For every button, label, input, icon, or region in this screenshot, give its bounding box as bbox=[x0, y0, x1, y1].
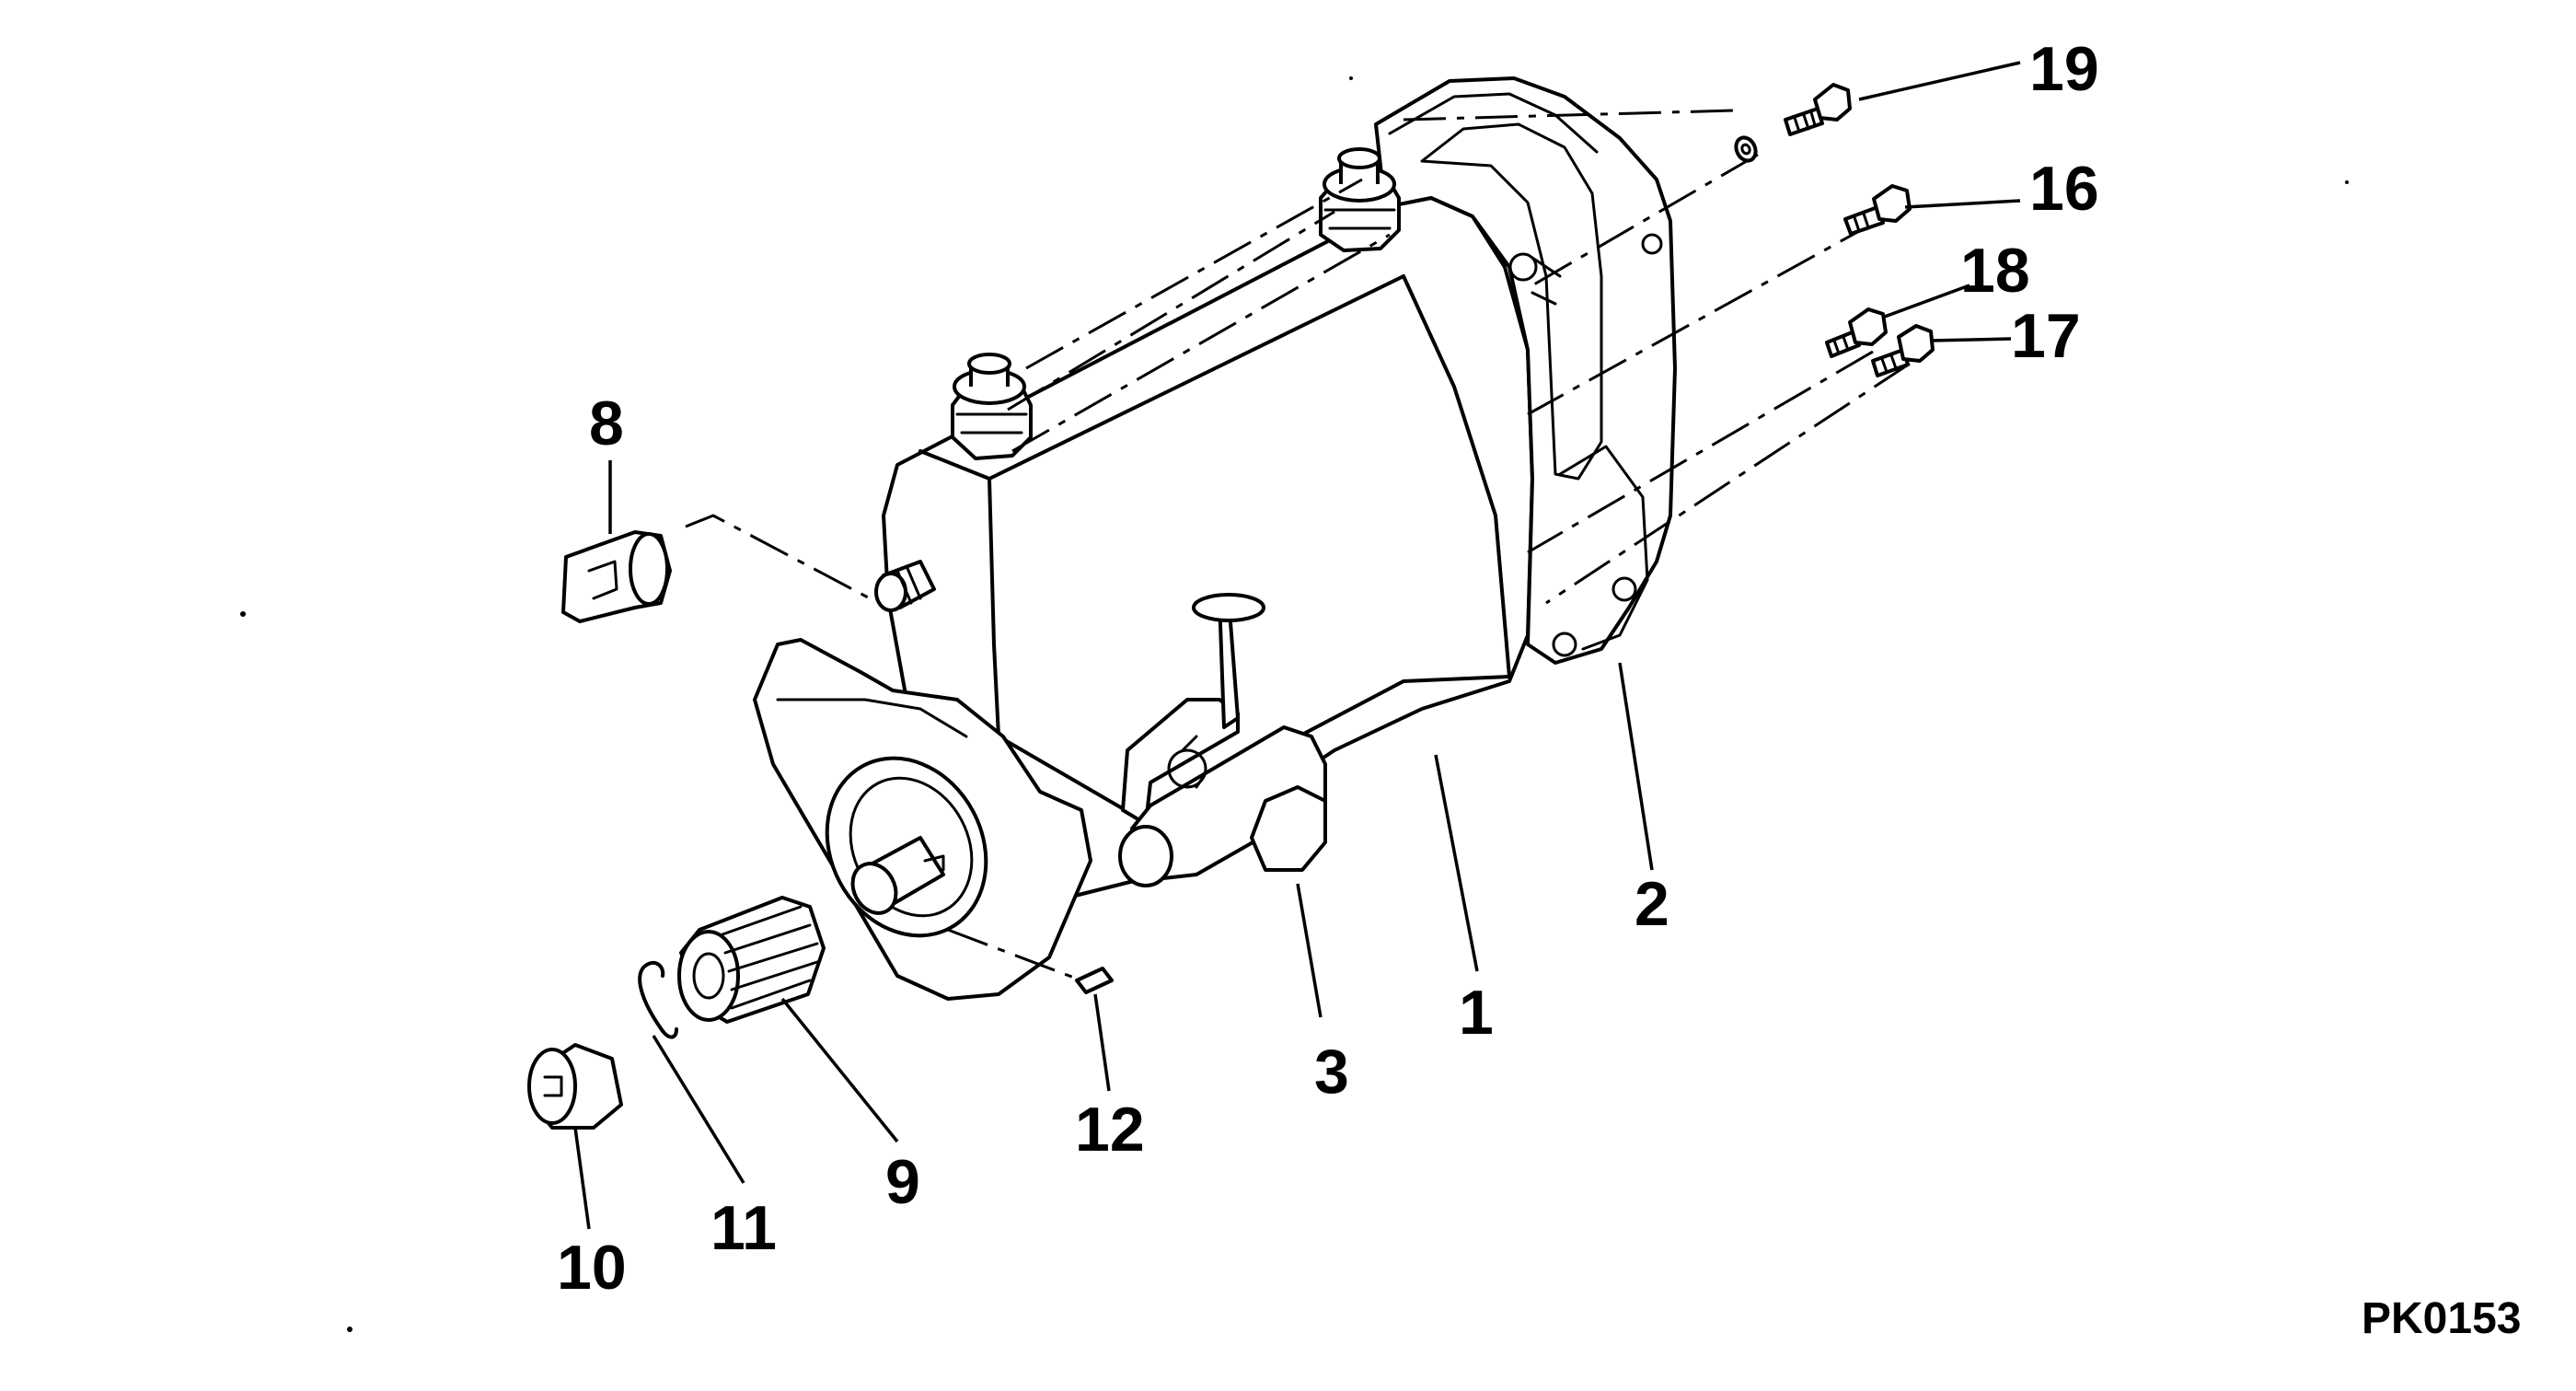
leader-lines bbox=[573, 61, 2021, 1230]
side-plug bbox=[874, 560, 936, 612]
callout-12: 12 bbox=[1075, 1095, 1145, 1165]
callout-8: 8 bbox=[589, 388, 624, 458]
callout-10: 10 bbox=[557, 1233, 627, 1303]
circlip-11 bbox=[638, 960, 678, 1039]
callout-19: 19 bbox=[2029, 34, 2099, 104]
bolt-18 bbox=[1825, 307, 1888, 358]
delivery-valve-holder-front bbox=[951, 353, 1033, 460]
bolt-19 bbox=[1784, 83, 1852, 136]
drive-flange-plate bbox=[753, 638, 1092, 1001]
callout-16: 16 bbox=[2029, 154, 2099, 224]
alignment-lines bbox=[685, 109, 1911, 982]
callout-17: 17 bbox=[2011, 301, 2081, 371]
delivery-valve-holder-rear bbox=[1319, 147, 1401, 252]
drawing-code: PK0153 bbox=[2362, 1294, 2521, 1343]
washer-19 bbox=[1734, 135, 1758, 163]
callout-11: 11 bbox=[710, 1193, 777, 1263]
bolt-16 bbox=[1843, 184, 1912, 236]
callout-labels: 19 16 18 17 8 2 1 3 12 9 11 10 bbox=[557, 34, 2099, 1303]
stop-control-lever bbox=[1118, 593, 1327, 887]
key-12 bbox=[1075, 967, 1114, 994]
coupling-10 bbox=[527, 1043, 623, 1130]
bolt-17 bbox=[1871, 324, 1935, 377]
callout-1: 1 bbox=[1459, 978, 1494, 1048]
callout-9: 9 bbox=[885, 1147, 920, 1217]
cap-8 bbox=[561, 530, 672, 623]
drive-gear-9 bbox=[677, 896, 826, 1024]
end-cover bbox=[1374, 76, 1677, 665]
print-specks bbox=[240, 76, 2349, 1332]
callout-3: 3 bbox=[1314, 1037, 1349, 1107]
callout-18: 18 bbox=[1960, 236, 2030, 306]
callout-2: 2 bbox=[1635, 869, 1669, 939]
